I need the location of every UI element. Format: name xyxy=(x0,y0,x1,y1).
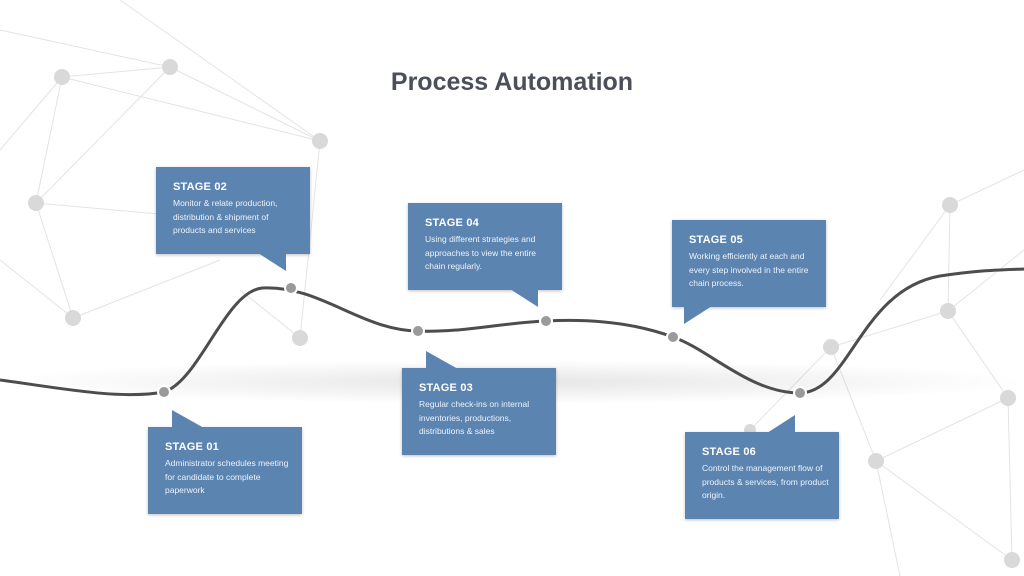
stage-02-callout: STAGE 02 Monitor & relate production, di… xyxy=(156,167,310,271)
stage-03-pointer xyxy=(426,351,458,369)
stage-02-node xyxy=(284,281,298,295)
stage-03-node xyxy=(411,324,425,338)
stage-02-label: STAGE 02 xyxy=(173,181,227,193)
stage-06-callout: STAGE 06 Control the management flow of … xyxy=(685,415,839,519)
stage-04-label: STAGE 04 xyxy=(425,217,479,229)
stage-06-pointer xyxy=(767,415,795,433)
stage-03-label: STAGE 03 xyxy=(419,382,473,394)
stage-06-description: Control the management flow of products … xyxy=(702,463,829,500)
stage-03-description: Regular check-ins on internal inventorie… xyxy=(419,399,530,436)
stage-01-description: Administrator schedules meeting for cand… xyxy=(165,458,289,495)
stage-05-description: Working efficiently at each and every st… xyxy=(689,251,809,288)
stage-04-node xyxy=(539,314,553,328)
stage-05-label: STAGE 05 xyxy=(689,234,743,246)
page-title: Process Automation xyxy=(390,68,634,96)
stage-05-callout: STAGE 05 Working efficiently at each and… xyxy=(672,220,826,324)
stage-01-node xyxy=(157,385,171,399)
stage-03-callout: STAGE 03 Regular check-ins on internal i… xyxy=(402,351,556,455)
stage-04-callout: STAGE 04 Using different strategies and … xyxy=(408,203,562,307)
stage-04-pointer xyxy=(510,289,538,307)
stage-05-pointer xyxy=(684,306,712,324)
stage-01-label: STAGE 01 xyxy=(165,441,219,453)
stage-01-pointer xyxy=(172,410,204,428)
stage-06-label: STAGE 06 xyxy=(702,446,756,458)
stage-05-node xyxy=(666,330,680,344)
stage-06-node xyxy=(793,386,807,400)
stage-01-callout: STAGE 01 Administrator schedules meeting… xyxy=(148,410,302,514)
stage-02-description: Monitor & relate production, distributio… xyxy=(173,198,278,235)
stage-04-description: Using different strategies and approache… xyxy=(425,234,537,271)
stage-02-pointer xyxy=(258,253,286,271)
